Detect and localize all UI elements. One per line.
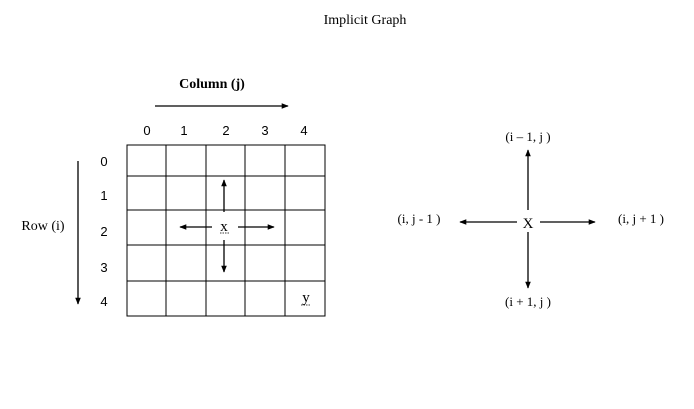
neighbor-up-label: (i – 1, j ) [505,129,550,144]
row-index: 2 [100,224,107,239]
neighbor-diagram: X (i – 1, j ) (i + 1, j ) (i, j - 1 ) (i… [398,129,664,309]
row-index: 1 [100,188,107,203]
column-index: 0 [143,123,150,138]
column-label: Column (j) [179,77,245,92]
column-indices: 0 1 2 3 4 [143,123,307,138]
grid-target-mark: y [302,290,310,306]
column-index: 1 [180,123,187,138]
grid-border [126,144,326,317]
row-index: 0 [100,154,107,169]
grid-table [126,144,326,317]
diagram-title: Implicit Graph [324,13,407,28]
neighbor-left-label: (i, j - 1 ) [398,211,441,226]
row-label: Row (i) [21,219,65,234]
neighbor-right-label: (i, j + 1 ) [618,211,664,226]
column-index: 4 [300,123,307,138]
row-indices: 0 1 2 3 4 [100,154,107,309]
grid-center-mark: x [220,219,228,235]
row-index: 4 [100,294,107,309]
row-index: 3 [100,260,107,275]
column-index: 3 [261,123,268,138]
neighbor-down-label: (i + 1, j ) [505,294,551,309]
column-index: 2 [222,123,229,138]
neighbor-center-label: X [523,216,534,232]
